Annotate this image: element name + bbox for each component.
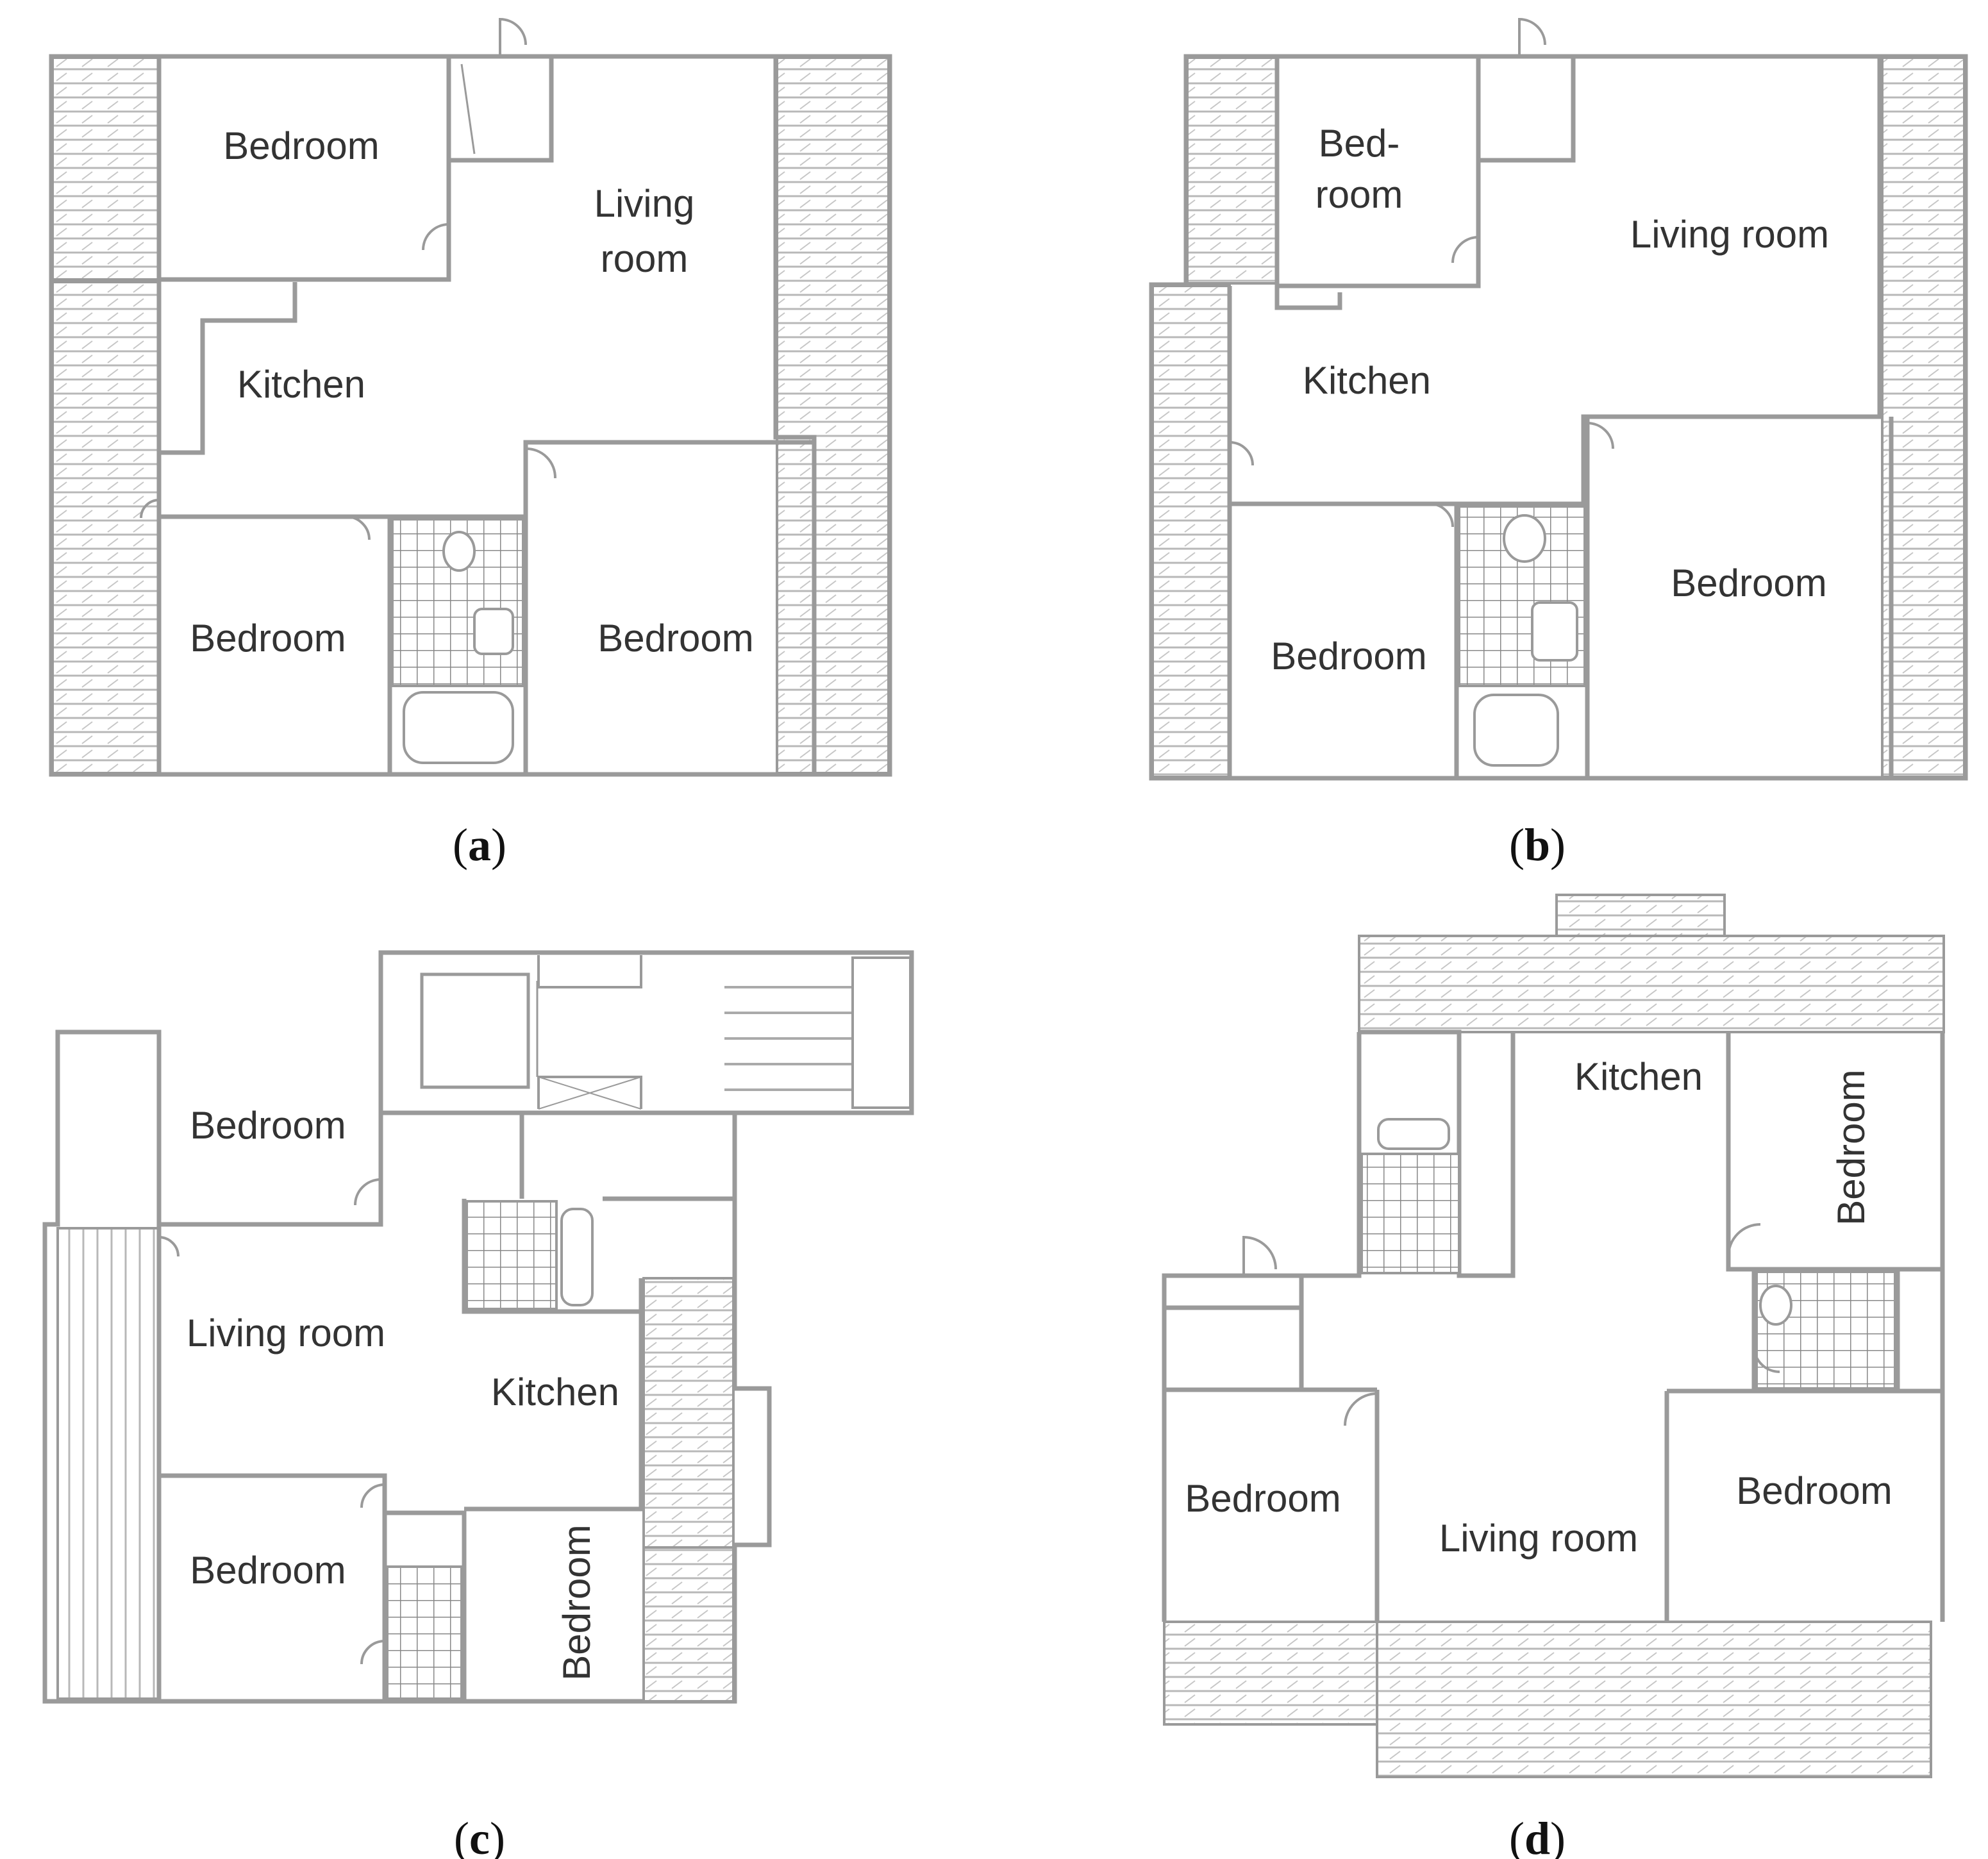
balcony-left-upper [1186,56,1278,285]
figure-caption-d: (d) [1509,1813,1566,1859]
room-label-bedroom: Bedroom [1671,562,1826,604]
room-label-bedroom: Bedroom [223,124,379,167]
room-label-bedroom: Bedroom [190,1104,346,1147]
balcony-left-lower [51,281,160,774]
room-label-bedroom: Bedroom [1271,635,1426,678]
balcony-right [1881,56,1966,778]
floor-plan-c [42,950,914,1704]
room-label-bedroom: Bedroom [1185,1477,1341,1520]
balcony-left-upper [51,56,160,281]
figure-caption-c: (c) [454,1813,505,1859]
floor-plan-b [1149,17,1968,781]
room-label-kitchen: Kitchen [491,1371,619,1413]
room-label-bedroom: Bedroom [1830,1069,1873,1225]
balcony-right-lower [642,1546,735,1703]
balcony-right-upper [642,1277,735,1549]
room-label-bedroom: Bedroom [597,617,753,660]
balcony-right [776,56,890,774]
figure-caption-a: (a) [453,819,506,871]
figure-caption-b: (b) [1509,819,1566,871]
room-label-living: Living room [187,1312,385,1355]
room-label-bedroom: Bed- [1319,122,1400,165]
bathroom-d-left [1360,1153,1460,1274]
room-label-bedroom: Bedroom [555,1524,598,1680]
room-label-bedroom: Bedroom [190,617,346,660]
balcony-top [1358,935,1945,1033]
room-label-bedroom: Bedroom [190,1549,346,1592]
room-label-kitchen: Kitchen [1303,359,1431,402]
room-label-living: room [601,237,689,280]
room-label-living: Living room [1630,213,1829,256]
balcony-bottom-left [1163,1621,1378,1726]
balcony-left [56,1227,160,1700]
floor-plan-a [49,17,892,777]
balcony-bottom [1376,1621,1932,1778]
balcony-left-lower [1151,285,1231,778]
bathroom-c-upper [465,1200,558,1310]
floor-plan-d [1162,894,1945,1778]
room-label-bedroom: room [1316,173,1403,216]
bathroom-c-lower [386,1565,463,1700]
room-label-living: Living [594,182,695,225]
room-label-bedroom: Bedroom [1736,1469,1892,1512]
room-label-kitchen: Kitchen [1575,1055,1703,1098]
room-label-living: Living room [1439,1517,1638,1560]
room-label-kitchen: Kitchen [237,363,365,406]
